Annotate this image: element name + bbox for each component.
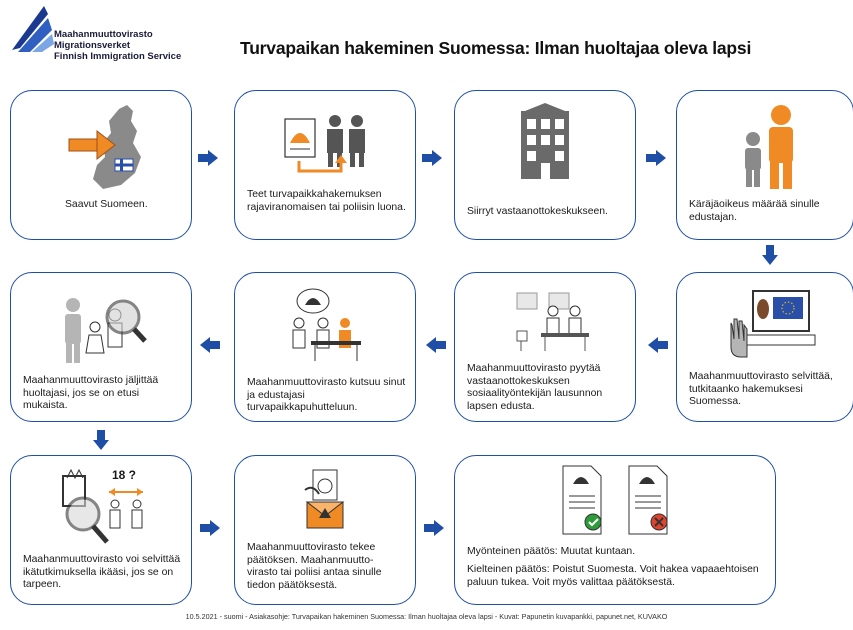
step-text-11-negative: Kielteinen päätös: Poistut Suomesta. Voi… (467, 564, 759, 588)
step-card-7: Maahanmuuttovirasto kutsuu sinut ja edus… (234, 272, 416, 422)
arrow-down-icon (93, 430, 109, 455)
arrow-right-icon (424, 520, 444, 541)
arrow-right-icon (200, 520, 220, 541)
asylum-interview-icon (292, 288, 361, 361)
arrow-right-icon (646, 150, 666, 171)
org-name-en: Finnish Immigration Service (54, 51, 182, 62)
arrow-left-icon (426, 337, 446, 358)
step-card-4: Käräjäoikeus määrää sinulle edustajan. (676, 90, 853, 240)
decision-documents-icon (562, 465, 668, 535)
tracing-guardians-icon (65, 298, 147, 363)
arrow-left-icon (648, 337, 668, 358)
step-card-5: Maahanmuuttovirasto selvittää, tutkitaan… (676, 272, 853, 422)
step-card-6: Maahanmuuttovirasto pyytää vastaanottoke… (454, 272, 636, 422)
step-text-2: Teet turvapaikkahakemuksen rajaviranomai… (247, 189, 406, 213)
logo-text: Maahanmuuttovirasto Migrationsverket Fin… (54, 29, 181, 62)
step-text-7: Maahanmuuttovirasto kutsuu sinut ja edus… (247, 377, 406, 413)
decision-envelope-icon (304, 469, 345, 529)
org-name-fi: Maahanmuuttovirasto (54, 29, 153, 40)
step-card-3: Siirryt vastaanottokeskukseen. (454, 90, 636, 240)
reception-centre-building-icon (521, 103, 569, 179)
step-text-11-positive: Myönteinen päätös: Muutat kuntaan. (467, 546, 636, 557)
footer-credits: 10.5.2021 - suomi - Asiakasohje: Turvapa… (185, 612, 668, 621)
step-card-1: Saavut Suomeen. (10, 90, 192, 240)
step-text-6: Maahanmuuttovirasto pyytää vastaanottoke… (467, 363, 603, 412)
logo: Maahanmuuttovirasto Migrationsverket Fin… (8, 4, 208, 64)
page-title: Turvapaikan hakeminen Suomessa: Ilman hu… (240, 38, 752, 58)
logo-mark-icon (12, 6, 54, 52)
age-assessment-icon (62, 468, 143, 544)
step-text-10: Maahanmuuttovirasto tekee päätöksen. Maa… (247, 542, 382, 591)
step-text-5: Maahanmuuttovirasto selvittää, tutkitaan… (689, 371, 833, 407)
step-text-8: Maahanmuuttovirasto jäljittää huoltajasi… (23, 375, 159, 411)
step-text-4: Käräjäoikeus määrää sinulle edustajan. (689, 199, 820, 223)
representative-person-icon (745, 105, 793, 189)
step-card-9: 18 ? Maahanmuuttovirasto voi selvittää i… (10, 455, 192, 605)
step-card-2: Teet turvapaikkahakemuksen rajaviranomai… (234, 90, 416, 240)
arrow-down-icon (762, 245, 778, 270)
arrow-left-icon (200, 337, 220, 358)
step-card-8: Maahanmuuttovirasto jäljittää huoltajasi… (10, 272, 192, 422)
social-worker-office-icon (516, 292, 589, 351)
arrow-right-icon (422, 150, 442, 171)
finland-arrow-icon (68, 105, 141, 189)
application-police-icon (284, 115, 365, 173)
arrow-right-icon (198, 150, 218, 171)
step-text-3: Siirryt vastaanottokeskukseen. (467, 206, 608, 217)
step-card-10: Maahanmuuttovirasto tekee päätöksen. Maa… (234, 455, 416, 605)
step-text-1: Saavut Suomeen. (65, 199, 148, 210)
step-card-11: Myönteinen päätös: Muutat kuntaan. Kielt… (454, 455, 776, 605)
org-name-sv: Migrationsverket (54, 40, 131, 51)
eu-dublin-check-icon (730, 290, 816, 358)
age-label: 18 ? (112, 468, 137, 482)
step-text-9: Maahanmuuttovirasto voi selvittää ikätut… (23, 554, 181, 590)
